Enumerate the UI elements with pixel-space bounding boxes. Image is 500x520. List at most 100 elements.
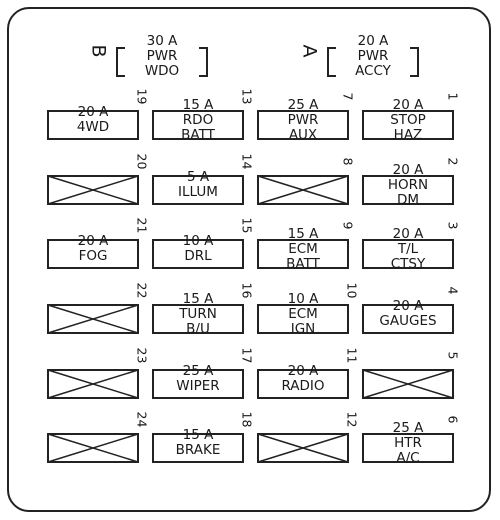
fuse-circuit-label: WDO	[144, 62, 180, 79]
fuse-circuit-label: ECM	[288, 305, 318, 322]
fuse-circuit-label: IGN	[290, 320, 316, 337]
empty-slot-cross	[257, 433, 349, 463]
fuse-circuit-label: HAZ	[393, 126, 423, 143]
fuse-rating: 20 A	[287, 362, 319, 379]
fuse-slot-5	[362, 369, 454, 399]
fuse-slot-1	[362, 110, 454, 140]
fuse-circuit-label: STOP	[390, 111, 426, 128]
fuse-rating: 15 A	[182, 426, 214, 443]
fuse-rating: 20 A	[77, 232, 109, 249]
fuse-circuit-label: AUX	[288, 126, 318, 143]
fuse-slot-24	[47, 433, 139, 463]
fuse-slot-12	[257, 433, 349, 463]
fuse-circuit-label: B/U	[186, 320, 210, 337]
fuse-slot-23	[47, 369, 139, 399]
fuse-circuit-label: CTSY	[390, 255, 426, 272]
fuse-slot-21	[47, 239, 139, 269]
fuse-slot-17	[152, 369, 244, 399]
fuse-slot-number: 21	[134, 217, 150, 234]
fuse-circuit-label: DRL	[184, 247, 212, 264]
fuse-circuit-label: ACCY	[355, 62, 391, 79]
fuse-circuit-label: GAUGES	[379, 312, 437, 329]
fuse-slot-9	[257, 239, 349, 269]
fuse-slot-15	[152, 239, 244, 269]
fuse-slot-b	[116, 47, 208, 77]
fuse-slot-number: 20	[134, 153, 150, 170]
fuse-panel-outline	[7, 7, 491, 512]
empty-slot-cross	[47, 175, 139, 205]
fuse-rating: 15 A	[287, 225, 319, 242]
fuse-slot-number: 18	[239, 411, 255, 428]
fuse-rating: 30 A	[146, 32, 178, 49]
fuse-circuit-label: RDO	[182, 111, 214, 128]
fuse-slot-number: 1	[445, 92, 461, 101]
fuse-slot-number: 11	[344, 347, 360, 364]
fuse-circuit-label: DM	[396, 191, 420, 208]
fuse-rating: 20 A	[77, 103, 109, 120]
fuse-slot-11	[257, 369, 349, 399]
fuse-slot-number: 17	[239, 347, 255, 364]
fuse-slot-13	[152, 110, 244, 140]
fuse-slot-number: 7	[340, 92, 356, 101]
fuse-slot-number: 14	[239, 153, 255, 170]
fuse-slot-number: 3	[445, 221, 461, 230]
fuse-rating: 10 A	[182, 232, 214, 249]
fuse-rating: 20 A	[357, 32, 389, 49]
fuse-slot-4	[362, 304, 454, 334]
fuse-slot-a	[327, 47, 419, 77]
fuse-rating: 10 A	[287, 290, 319, 307]
fuse-slot-number: 2	[445, 157, 461, 166]
empty-slot-cross	[362, 369, 454, 399]
fuse-circuit-label: HORN	[387, 176, 429, 193]
fuse-rating: 25 A	[182, 362, 214, 379]
fuse-circuit-label: PWR	[146, 47, 178, 64]
fuse-circuit-label: BATT	[181, 126, 215, 143]
fuse-slot-number: 10	[344, 282, 360, 299]
fuse-slot-number: 9	[340, 221, 356, 230]
fuse-circuit-label: PWR	[287, 111, 319, 128]
fuse-rating: 20 A	[392, 297, 424, 314]
fuse-slot-2	[362, 175, 454, 205]
fuse-slot-14	[152, 175, 244, 205]
fuse-slot-number: 8	[340, 157, 356, 166]
empty-slot-cross	[47, 433, 139, 463]
fuse-slot-6	[362, 433, 454, 463]
fuse-slot-18	[152, 433, 244, 463]
fuse-rating: 20 A	[392, 161, 424, 178]
fuse-circuit-label: 4WD	[76, 118, 110, 135]
empty-slot-cross	[257, 175, 349, 205]
fuse-slot-10	[257, 304, 349, 334]
fuse-slot-22	[47, 304, 139, 334]
fuse-rating: 20 A	[392, 96, 424, 113]
fuse-circuit-label: PWR	[357, 47, 389, 64]
fuse-slot-7	[257, 110, 349, 140]
fuse-slot-number: 6	[445, 415, 461, 424]
fuse-slot-20	[47, 175, 139, 205]
fuse-rating: 25 A	[287, 96, 319, 113]
fuse-circuit-label: FOG	[78, 247, 108, 264]
fuse-circuit-label: ILLUM	[178, 183, 218, 200]
fuse-rating: 20 A	[392, 225, 424, 242]
fuse-slot-number: 4	[445, 286, 461, 295]
fuse-circuit-label: WIPER	[176, 377, 220, 394]
fuse-circuit-label: TURN	[179, 305, 217, 322]
fuse-circuit-label: HTR	[394, 434, 422, 451]
fuse-rating: 25 A	[392, 419, 424, 436]
fuse-slot-3	[362, 239, 454, 269]
fuse-slot-16	[152, 304, 244, 334]
fuse-circuit-label: ECM	[288, 240, 318, 257]
empty-slot-cross	[47, 369, 139, 399]
fuse-circuit-label: BATT	[286, 255, 320, 272]
empty-slot-cross	[47, 304, 139, 334]
fuse-circuit-label: RADIO	[281, 377, 325, 394]
fuse-rating: 5 A	[186, 168, 210, 185]
position-letter-a: A	[298, 44, 321, 58]
fuse-slot-number: 5	[445, 351, 461, 360]
fuse-circuit-label: BRAKE	[175, 441, 221, 458]
fuse-rating: 15 A	[182, 96, 214, 113]
position-letter-b: B	[87, 44, 110, 58]
fuse-circuit-label: A/C	[396, 449, 420, 466]
fuse-slot-number: 23	[134, 347, 150, 364]
fuse-slot-19	[47, 110, 139, 140]
